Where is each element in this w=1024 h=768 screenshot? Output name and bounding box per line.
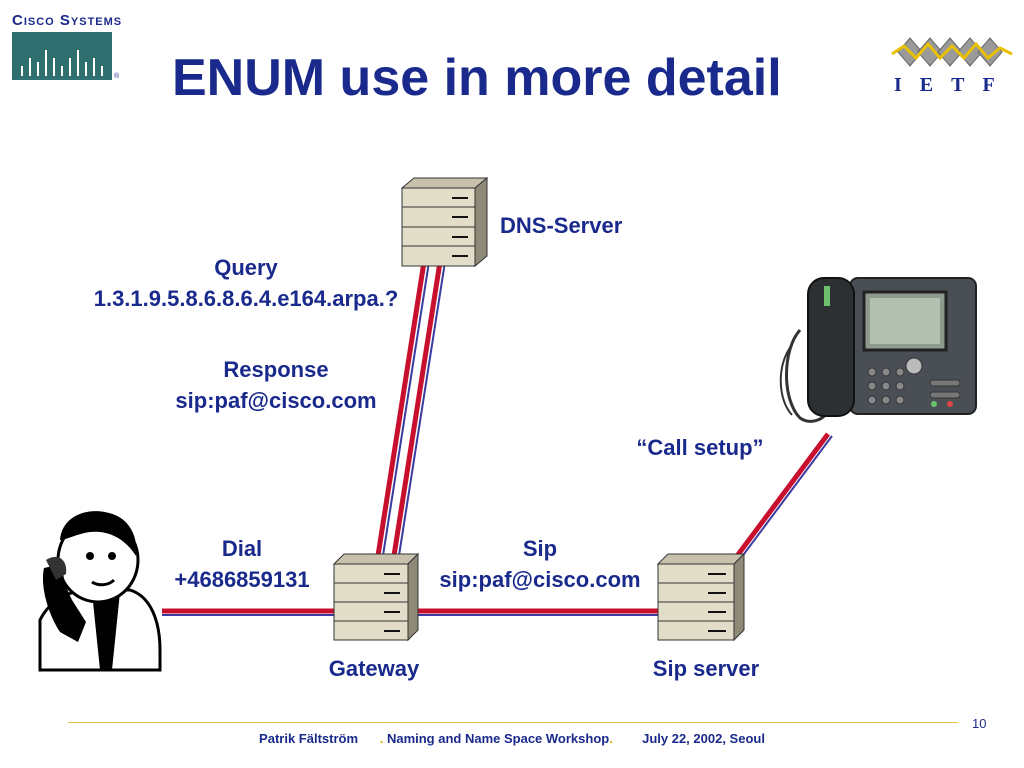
response-value: sip:paf@cisco.com (175, 388, 377, 413)
response-label: Response (223, 357, 329, 382)
link-dns-gateway (374, 261, 446, 563)
dns-server-icon (400, 176, 489, 268)
dns-server-label: DNS-Server (500, 213, 623, 238)
sip-server-icon (656, 552, 746, 642)
page-number: 10 (972, 716, 987, 731)
query-label: Query (214, 255, 278, 280)
svg-text:®: ® (114, 72, 120, 80)
link-sipserver-phone (731, 432, 833, 563)
sip-uri: sip:paf@cisco.com (439, 567, 641, 592)
link-gateway-sipserver (410, 608, 662, 616)
ip-phone-icon (779, 277, 977, 423)
dial-number: +4686859131 (174, 567, 310, 592)
sip-label: Sip (522, 536, 558, 561)
query-value: 1.3.1.9.5.8.6.8.6.4.e164.arpa.? (93, 286, 399, 311)
footer-separator: . (361, 731, 384, 746)
footer: Patrik Fältström . Naming and Name Space… (0, 731, 1024, 746)
ietf-diamond-icon (891, 37, 1013, 67)
link-caller-gateway (162, 608, 336, 616)
caller-person-icon (38, 511, 162, 672)
ietf-logo: IETF (888, 30, 1018, 105)
cisco-logo: Cisco Systems ® (10, 10, 125, 80)
gateway-label: Gateway (328, 656, 420, 681)
footer-event: Naming and Name Space Workshop (386, 731, 610, 746)
cisco-bridge-icon: ® (12, 32, 120, 80)
footer-date: July 22, 2002, Seoul (642, 731, 765, 746)
dial-label: Dial (221, 536, 263, 561)
gateway-icon (332, 552, 420, 642)
slide-title: ENUM use in more detail (172, 49, 782, 107)
footer-author: Patrik Fältström (259, 731, 359, 746)
ietf-logo-text: IETF (894, 74, 1013, 96)
cisco-logo-text: Cisco Systems (12, 12, 123, 29)
call-setup-label: “Call setup” (636, 435, 764, 460)
footer-separator: . (609, 731, 613, 746)
sip-server-label: Sip server (652, 656, 760, 681)
footer-divider (68, 722, 958, 723)
